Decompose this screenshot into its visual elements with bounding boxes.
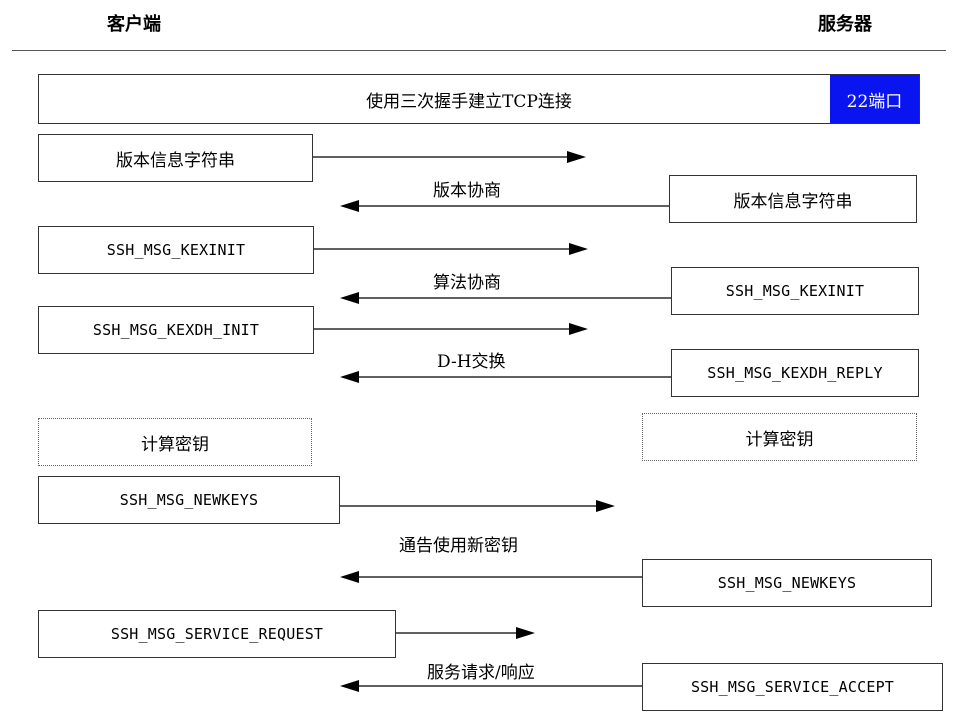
arrowhead-version-response: [340, 200, 359, 212]
client-kexinit-box: SSH_MSG_KEXINIT: [38, 226, 314, 274]
arrowhead-newkeys-request: [596, 500, 615, 512]
client-newkeys-box: SSH_MSG_NEWKEYS: [38, 476, 340, 524]
arrowhead-service-accept: [340, 680, 359, 692]
arrowhead-kexinit-response: [340, 292, 359, 304]
tcp-connection-box: 使用三次握手建立TCP连接: [38, 74, 920, 124]
client-compute-key-box: 计算密钥: [38, 418, 312, 466]
server-kexinit-box: SSH_MSG_KEXINIT: [671, 267, 919, 315]
port-22-badge: 22端口: [830, 75, 919, 123]
arrowhead-kexdh-init: [569, 323, 588, 335]
tcp-connection-label: 使用三次握手建立TCP连接: [366, 91, 572, 112]
phase-label-algorithm: 算法协商: [433, 273, 501, 293]
server-version-box: 版本信息字符串: [669, 175, 917, 223]
arrowhead-service-request: [516, 627, 535, 639]
header-divider: [12, 50, 946, 51]
phase-label-service: 服务请求/响应: [427, 663, 535, 683]
server-kexdh-reply-box: SSH_MSG_KEXDH_REPLY: [671, 349, 919, 397]
phase-label-dh: D-H交换: [437, 352, 506, 372]
arrowhead-kexinit-request: [569, 243, 588, 255]
arrowhead-newkeys-response: [340, 571, 359, 583]
arrowhead-version-request: [567, 151, 586, 163]
client-header: 客户端: [107, 14, 161, 35]
server-service-accept-box: SSH_MSG_SERVICE_ACCEPT: [642, 663, 943, 711]
server-header: 服务器: [818, 14, 872, 35]
client-kexdh-init-box: SSH_MSG_KEXDH_INIT: [38, 306, 314, 354]
arrowhead-kexdh-reply: [340, 371, 359, 383]
phase-label-newkeys: 通告使用新密钥: [399, 536, 518, 556]
server-newkeys-box: SSH_MSG_NEWKEYS: [642, 559, 932, 607]
server-compute-key-box: 计算密钥: [642, 413, 917, 461]
client-version-box: 版本信息字符串: [38, 134, 313, 182]
client-service-request-box: SSH_MSG_SERVICE_REQUEST: [38, 610, 396, 658]
phase-label-version: 版本协商: [433, 181, 501, 201]
